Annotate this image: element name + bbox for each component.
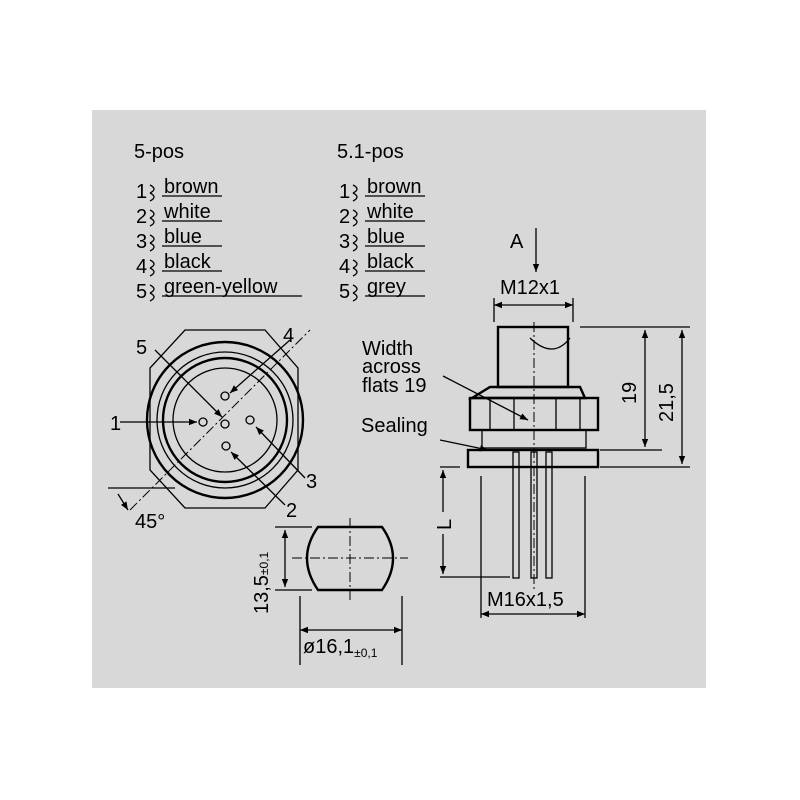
pinout-5-pos: 5-pos 1 brown 2 white 3 blue 4 black 5 green-yell… xyxy=(134,141,302,303)
wire-color: brown xyxy=(164,176,218,198)
dim-21-5: 21,5 xyxy=(656,383,678,422)
wire-color: grey xyxy=(367,276,406,298)
front-view: 1 2 3 4 5 45° xyxy=(108,325,317,533)
pin-label-2: 2 xyxy=(286,500,297,522)
wire-bracket-icon xyxy=(149,234,155,252)
pin-number: 1 xyxy=(136,181,147,203)
wire-color: green-yellow xyxy=(164,276,278,298)
pin-number: 1 xyxy=(339,181,350,203)
pin-number: 3 xyxy=(136,231,147,253)
pinout-5-1-pos: 5.1-pos 1 brown 2 white 3 blue 4 black 5 grey xyxy=(337,141,425,303)
wire-color: white xyxy=(163,201,211,223)
wire-color: brown xyxy=(367,176,421,198)
dim-19: 19 xyxy=(619,382,641,404)
wire-color: black xyxy=(164,251,212,273)
wire-bracket-icon xyxy=(352,209,358,227)
wire-color: black xyxy=(367,251,415,273)
pin-number: 2 xyxy=(339,206,350,228)
pin-number: 2 xyxy=(136,206,147,228)
pin-number: 3 xyxy=(339,231,350,253)
thread-bottom-label: M16x1,5 xyxy=(487,589,564,611)
wire-bracket-icon xyxy=(149,259,155,277)
wire-bracket-icon xyxy=(352,234,358,252)
wire-bracket-icon xyxy=(149,284,155,302)
wire-bracket-icon xyxy=(352,184,358,202)
width-label-3: flats 19 xyxy=(362,375,426,397)
cutout-diameter: ø16,1±0,1 xyxy=(303,636,378,660)
pin-label-5: 5 xyxy=(136,337,147,359)
view-arrow-label: A xyxy=(510,231,524,253)
pin-label-4: 4 xyxy=(283,325,294,347)
wire-bracket-icon xyxy=(352,259,358,277)
panel-cutout: 13,5±0,1 ø16,1±0,1 xyxy=(251,518,408,665)
angle-label: 45° xyxy=(135,511,165,533)
wire-bracket-icon xyxy=(352,284,358,302)
dim-L: L xyxy=(434,519,456,530)
wire-color: blue xyxy=(164,226,202,248)
pin-number: 4 xyxy=(339,256,350,278)
pin-label-1: 1 xyxy=(110,413,121,435)
thread-top-label: M12x1 xyxy=(500,277,560,299)
cutout-height: 13,5±0,1 xyxy=(251,551,273,614)
sealing-label: Sealing xyxy=(361,415,428,437)
pin-number: 5 xyxy=(339,281,350,303)
pin-label-3: 3 xyxy=(306,471,317,493)
pin-number: 4 xyxy=(136,256,147,278)
wire-color: white xyxy=(366,201,414,223)
drawing-panel xyxy=(92,110,706,688)
side-view: A M12x1 19 21,5 L M16x1,5 Width acros xyxy=(361,228,690,618)
pin-number: 5 xyxy=(136,281,147,303)
width-label-2: across xyxy=(362,356,421,378)
wire-bracket-icon xyxy=(149,184,155,202)
width-label-1: Width xyxy=(362,338,413,360)
pinout-title: 5-pos xyxy=(134,141,184,163)
pinout-title: 5.1-pos xyxy=(337,141,404,163)
wire-color: blue xyxy=(367,226,405,248)
wire-bracket-icon xyxy=(149,209,155,227)
